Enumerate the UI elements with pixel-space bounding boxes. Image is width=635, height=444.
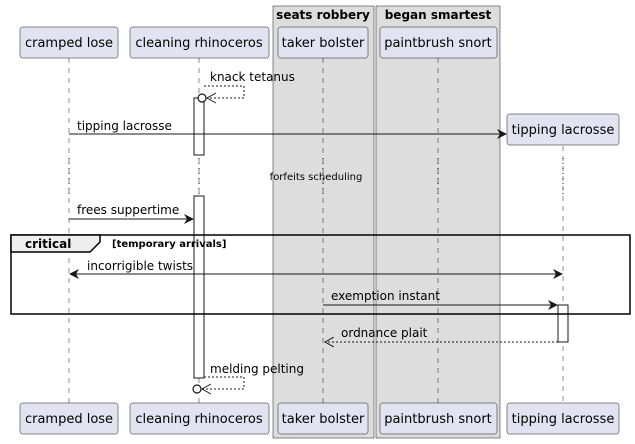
message-label: incorrigible twists [87,259,193,273]
participant-name: tipping lacrosse [512,412,615,427]
participant-cramped-lose: cramped lose [19,26,119,59]
participant-taker-bolster-bottom: taker bolster [277,402,369,435]
participant-name: paintbrush snort [384,412,492,427]
participant-paintbrush-snort: paintbrush snort [379,26,498,59]
message-label: tipping lacrosse [77,119,172,133]
message-label: frees suppertime [77,203,179,217]
message-label: melding pelting [210,362,304,376]
delay-divider: forfeits scheduling [68,158,564,195]
message-incorrigible-twists: incorrigible twists [69,259,563,279]
participant-taker-bolster: taker bolster [277,26,369,59]
participant-name: cramped lose [25,412,113,427]
participants-bottom: cramped lose cleaning rhinoceros taker b… [19,402,620,435]
participant-name: cleaning rhinoceros [135,36,263,51]
message-frees-suppertime: frees suppertime [69,203,194,224]
participant-name: tipping lacrosse [512,123,615,138]
participant-tipping-lacrosse-created: tipping lacrosse [506,113,620,146]
participant-cleaning-rhinoceros: cleaning rhinoceros [129,26,270,59]
message-melding-pelting: melding pelting [192,362,304,395]
activation-bar [557,304,569,343]
participant-paintbrush-snort-bottom: paintbrush snort [379,402,498,435]
message-label: ordnance plait [341,326,428,340]
divider-label: forfeits scheduling [270,172,363,183]
fragment-critical: critical [temporary arrivals] [10,234,631,315]
participant-name: cramped lose [25,36,113,51]
activation-bar [193,195,205,379]
participant-cramped-lose-bottom: cramped lose [19,402,119,435]
message-tipping-lacrosse: tipping lacrosse [69,119,507,139]
message-knack-tetanus: knack tetanus [197,70,295,104]
activations [193,97,569,379]
activation-bar [193,97,205,156]
participant-name: taker bolster [282,412,365,427]
participant-name: paintbrush snort [384,36,492,51]
participant-name: cleaning rhinoceros [135,412,263,427]
message-label: exemption instant [331,289,440,303]
message-label: knack tetanus [210,70,295,84]
fragment-keyword: critical [25,237,71,251]
message-exemption-instant: exemption instant [323,289,558,310]
participant-name: taker bolster [282,36,365,51]
fragment-condition: [temporary arrivals] [112,239,226,250]
box-seats-robbery: seats robbery [272,5,375,439]
participant-cleaning-rhinoceros-bottom: cleaning rhinoceros [129,402,270,435]
participant-tipping-lacrosse-bottom: tipping lacrosse [506,402,620,435]
box-title: seats robbery [276,8,370,22]
box-title: began smartest [385,8,492,22]
participants-top: cramped lose cleaning rhinoceros taker b… [19,26,620,146]
message-ordnance-plait: ordnance plait [325,326,558,342]
